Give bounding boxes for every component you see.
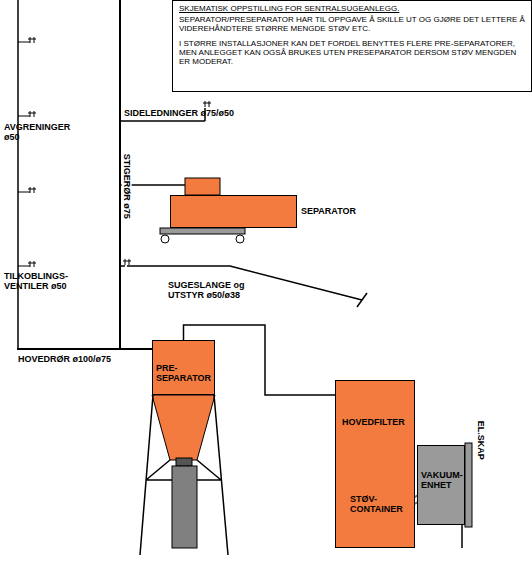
- dust-bin: [172, 466, 197, 548]
- node-label: HOVEDFILTER: [342, 417, 410, 427]
- node-label: STØV-CONTAINER: [350, 494, 410, 515]
- vertical-label: STIGERØR ø75: [122, 153, 132, 218]
- separator-lid: [185, 178, 220, 195]
- stand-legs: [140, 395, 228, 555]
- electrical-cabinet: [465, 443, 472, 527]
- node-label: VAKUUM-ENHET: [421, 470, 462, 491]
- pipe-label: SIDELEDNINGER ø75/ø50: [124, 108, 234, 118]
- vacuum-unit: VAKUUM-ENHET: [417, 445, 465, 525]
- side-line: [120, 120, 205, 122]
- node-label: PRE-SEPARATOR: [156, 363, 211, 384]
- dust-container: STØV-CONTAINER: [350, 494, 410, 522]
- cyclone-cone: [152, 395, 215, 460]
- main-pipe: [17, 348, 152, 350]
- node-label: SEPARATOR/PRESEPARATOR HAR TIL OPPGAVE Å…: [179, 15, 525, 33]
- node-label: SEPARATOR: [301, 206, 356, 216]
- node-label: I STØRRE INSTALLASJONER KAN DET FORDEL B…: [179, 39, 525, 67]
- main-filter: HOVEDFILTER STØV-CONTAINER: [335, 380, 415, 548]
- branch-pipe: [17, 0, 19, 349]
- pipe-label: AVGRENINGER ø50: [4, 122, 74, 143]
- cart-base: [160, 228, 245, 234]
- heading: SKJEMATISK OPPSTILLING FOR SENTRALSUGEAN…: [179, 4, 525, 13]
- pipe-label: TILKOBLINGS-VENTILER ø50: [4, 271, 82, 292]
- note-box: SKJEMATISK OPPSTILLING FOR SENTRALSUGEAN…: [172, 0, 532, 92]
- suction-hose: [127, 266, 362, 300]
- hose-nozzle: [357, 293, 367, 307]
- vertical-label: EL.SKAP: [476, 420, 486, 459]
- pipe-label: SUGESLANGE og UTSTYR ø50/ø38: [168, 280, 260, 301]
- preseparator-cylinder: PRE-SEPARATOR: [152, 340, 215, 395]
- pipe-label: HOVEDRØR ø100/ø75: [18, 354, 111, 364]
- separator-unit: SEPARATOR: [170, 195, 297, 228]
